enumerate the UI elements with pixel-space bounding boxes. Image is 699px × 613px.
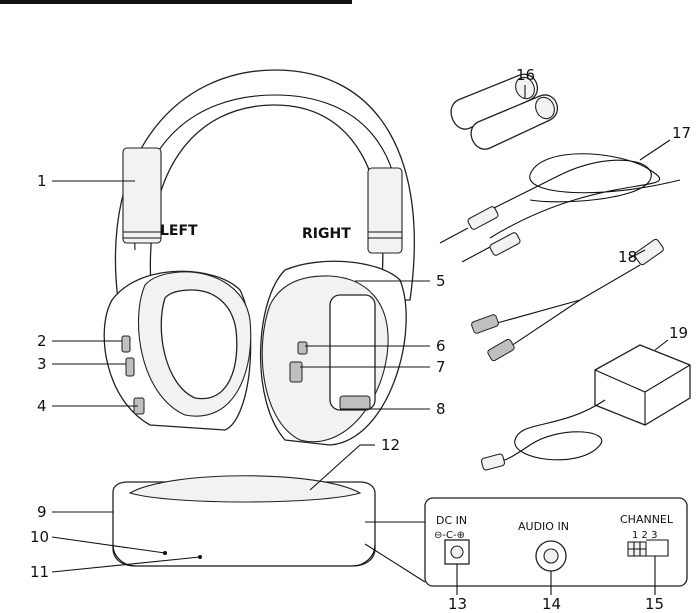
headphones: LEFT RIGHT [104,70,414,445]
callout-2: 2 [37,332,47,350]
callout-15: 15 [645,595,664,613]
power-adapter [481,345,690,471]
callout-5: 5 [436,272,446,290]
callout-19: 19 [669,324,688,342]
callout-9: 9 [37,503,47,521]
callout-17: 17 [672,124,691,142]
callout-8: 8 [436,400,446,418]
header-rule [0,0,352,4]
callout-7: 7 [436,358,446,376]
back-panel: DC IN ⊖-C-⊕ AUDIO IN CHANNEL 1 2 3 [365,498,687,586]
left-label: LEFT [160,223,198,239]
callout-4: 4 [37,397,47,415]
callout-12: 12 [381,436,400,454]
callout-6: 6 [436,337,446,355]
callout-14: 14 [542,595,561,613]
callout-13: 13 [448,595,467,613]
callout-16: 16 [516,66,535,84]
callout-1: 1 [37,172,47,190]
channel-label: CHANNEL [620,513,674,526]
callout-11: 11 [30,563,49,581]
callout-10: 10 [30,528,49,546]
dc-polarity-symbol: ⊖-C-⊕ [434,530,465,541]
channel-numbers: 1 2 3 [632,530,657,541]
audio-cable [440,154,680,262]
callout-3: 3 [37,355,47,373]
dc-in-label: DC IN [436,514,467,527]
batteries [451,74,558,149]
right-label: RIGHT [302,226,351,242]
base-station [113,476,375,566]
callout-18: 18 [618,248,637,266]
audio-in-label: AUDIO IN [518,520,569,533]
